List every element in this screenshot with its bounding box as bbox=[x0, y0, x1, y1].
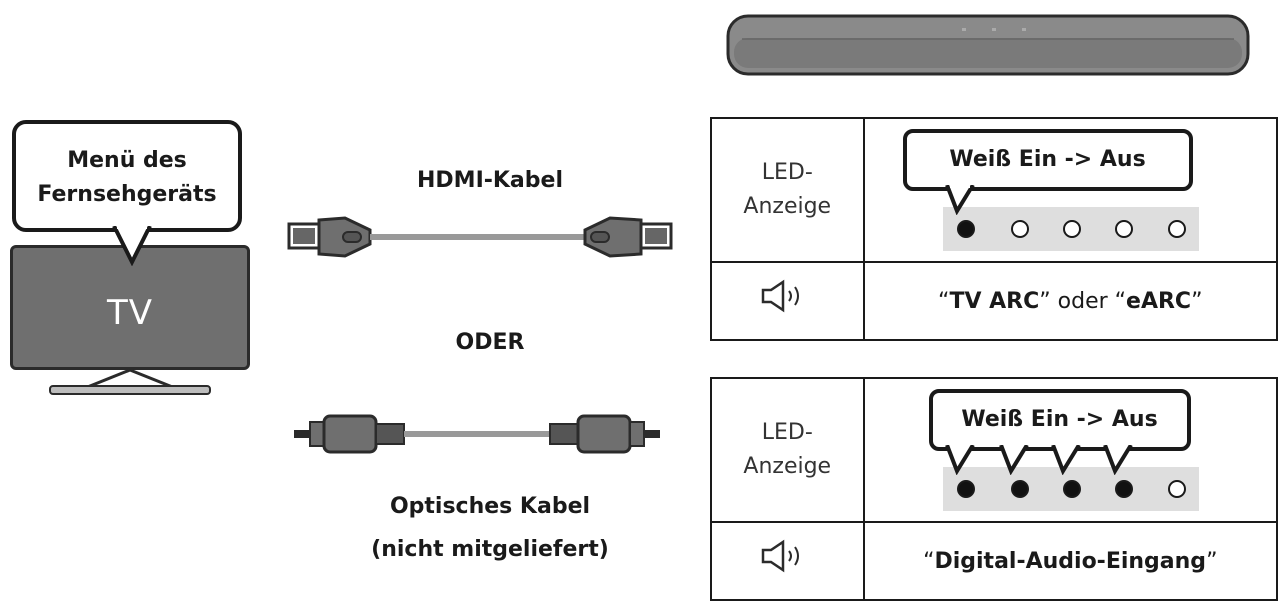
hdmi-led-bubble-text: Weiß Ein -> Aus bbox=[949, 147, 1146, 172]
led-5 bbox=[1167, 220, 1186, 238]
optical-message-quote-close: ” bbox=[1206, 548, 1218, 574]
speaker-icon bbox=[762, 279, 800, 312]
optical-display-message: “Digital-Audio-Eingang” bbox=[862, 521, 1279, 601]
tv-menu-line2: Fernsehgeräts bbox=[37, 182, 217, 207]
soundbar-image bbox=[726, 14, 1250, 76]
hdmi-message-tv-arc: TV ARC bbox=[949, 288, 1040, 314]
optical-led-table: LED- Anzeige Weiß Ein -> Aus bbox=[710, 377, 1279, 601]
hdmi-led-label: LED- Anzeige bbox=[710, 117, 865, 263]
optical-cable-label-line1: Optisches Kabel bbox=[389, 494, 591, 519]
hdmi-message-mid: ” oder “ bbox=[1039, 288, 1127, 314]
hdmi-led-bubble: Weiß Ein -> Aus bbox=[902, 129, 1193, 191]
optical-led-indicator-cell: Weiß Ein -> Aus bbox=[862, 377, 1279, 523]
hdmi-bubble-pointer bbox=[944, 185, 975, 215]
led-3 bbox=[1062, 220, 1081, 238]
tv-menu-bubble: Menü des Fernsehgeräts bbox=[12, 120, 242, 232]
led-2 bbox=[1010, 220, 1029, 238]
led-3 bbox=[1062, 480, 1081, 498]
hdmi-speaker-cell bbox=[710, 261, 865, 341]
optical-led-label: LED- Anzeige bbox=[710, 377, 865, 523]
tv-stand-icon bbox=[49, 368, 211, 395]
hdmi-cable-icon bbox=[287, 216, 673, 258]
hdmi-led-indicator-cell: Weiß Ein -> Aus bbox=[862, 117, 1279, 263]
tv-menu-line1: Menü des bbox=[67, 148, 187, 173]
hdmi-led-strip bbox=[942, 207, 1199, 251]
led-4 bbox=[1114, 220, 1133, 238]
optical-led-bubble: Weiß Ein -> Aus bbox=[928, 389, 1191, 451]
tv-label: TV bbox=[106, 293, 154, 333]
optical-message-digital-audio: Digital-Audio-Eingang bbox=[934, 548, 1207, 574]
or-label: ODER bbox=[455, 330, 525, 355]
led-5 bbox=[1167, 480, 1186, 498]
hdmi-message-quote-close: ” bbox=[1191, 288, 1203, 314]
optical-message-quote-open: “ bbox=[923, 548, 935, 574]
led-2 bbox=[1010, 480, 1029, 498]
tv-bubble-pointer bbox=[112, 226, 152, 266]
speaker-icon bbox=[762, 539, 800, 572]
hdmi-led-label-line1: LED- bbox=[761, 160, 813, 185]
hdmi-led-table: LED- Anzeige Weiß Ein -> Aus bbox=[710, 117, 1279, 341]
tv-screen bbox=[10, 245, 250, 370]
optical-led-strip bbox=[942, 467, 1199, 511]
optical-cable-label-line2: (nicht mitgeliefert) bbox=[371, 537, 609, 562]
optical-led-label-line1: LED- bbox=[761, 420, 813, 445]
led-4 bbox=[1114, 480, 1133, 498]
optical-led-label-line2: Anzeige bbox=[743, 454, 832, 479]
hdmi-display-message: “TV ARC” oder “eARC” bbox=[862, 261, 1279, 341]
optical-led-bubble-text: Weiß Ein -> Aus bbox=[961, 407, 1158, 432]
hdmi-message-quote-open: “ bbox=[938, 288, 950, 314]
led-1 bbox=[956, 480, 975, 498]
optical-bubble-pointers bbox=[944, 445, 1133, 475]
optical-speaker-cell bbox=[710, 521, 865, 601]
hdmi-led-label-line2: Anzeige bbox=[743, 194, 832, 219]
hdmi-message-earc: eARC bbox=[1126, 288, 1192, 314]
led-1 bbox=[956, 220, 975, 238]
optical-cable-icon bbox=[294, 414, 660, 454]
hdmi-cable-label: HDMI-Kabel bbox=[417, 168, 563, 193]
